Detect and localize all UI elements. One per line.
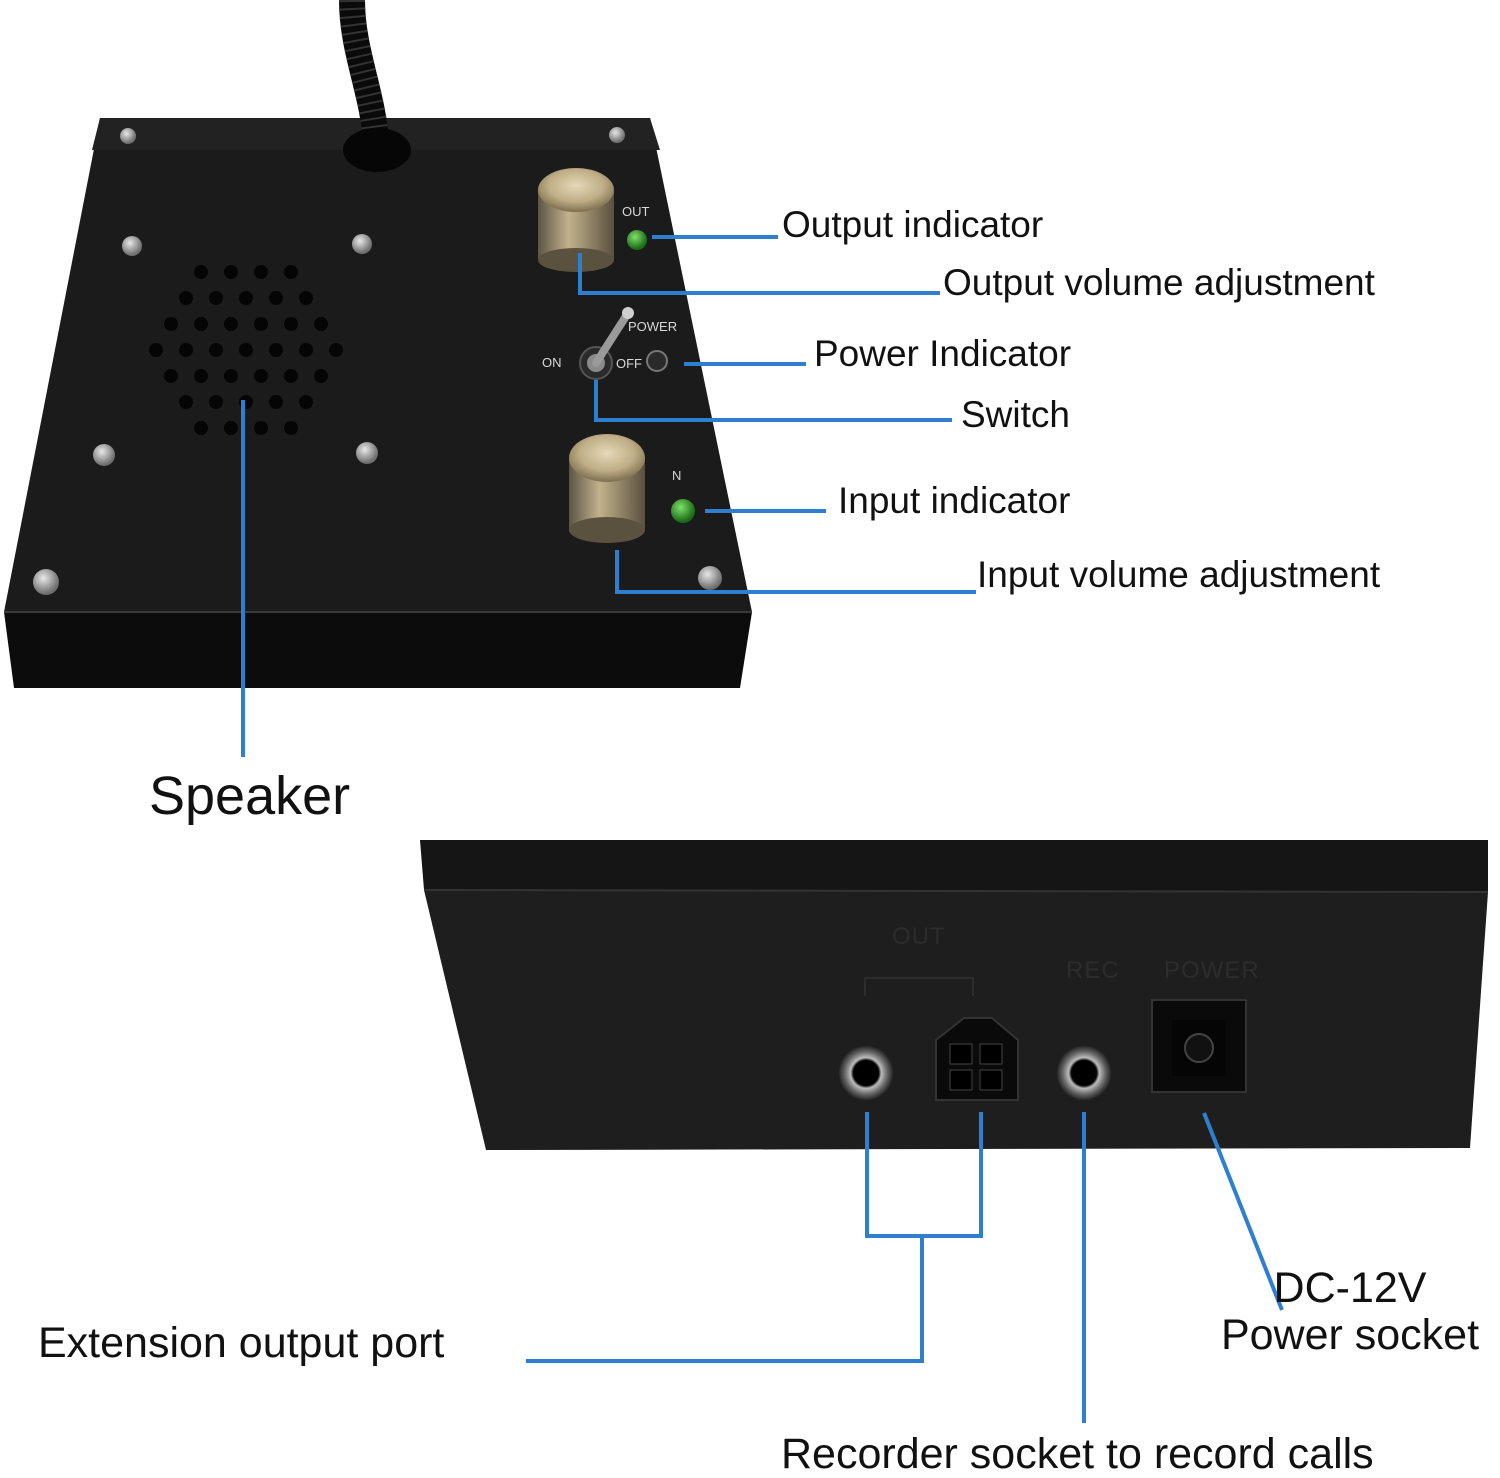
speaker-hole [299, 395, 313, 409]
speaker-hole [269, 343, 283, 357]
speaker-hole [194, 265, 208, 279]
speaker-hole [329, 343, 343, 357]
off-panel-label: OFF [616, 356, 642, 371]
input-indicator-led [671, 499, 695, 523]
speaker-hole [284, 317, 298, 331]
speaker-hole [269, 395, 283, 409]
output-volume-knob [538, 168, 614, 272]
extension-connector [935, 1017, 1019, 1101]
callout-power-indicator: Power Indicator [814, 333, 1072, 374]
speaker-hole [224, 421, 238, 435]
speaker-hole [209, 291, 223, 305]
top-device: OUT POWER ON OFF N [4, 0, 752, 688]
speaker-hole [194, 317, 208, 331]
speaker-hole [254, 421, 268, 435]
speaker-hole [179, 291, 193, 305]
rear-rec-label: REC [1066, 957, 1120, 984]
on-panel-label: ON [542, 355, 562, 370]
input-volume-knob [569, 434, 645, 543]
mounting-screws [33, 127, 722, 595]
rear-power-label: POWER [1164, 957, 1260, 984]
rear-out-label: OUT [892, 923, 946, 950]
speaker-hole [209, 343, 223, 357]
callout-switch: Switch [961, 394, 1070, 435]
power-panel-label: POWER [628, 319, 677, 334]
callout-output-indicator: Output indicator [782, 204, 1044, 245]
callout-output-volume: Output volume adjustment [943, 262, 1375, 303]
speaker-hole [194, 421, 208, 435]
speaker-hole [224, 317, 238, 331]
speaker-hole [269, 291, 283, 305]
callout-input-indicator: Input indicator [838, 480, 1071, 521]
speaker-grille [149, 265, 343, 435]
speaker-hole [224, 265, 238, 279]
speaker-hole [239, 343, 253, 357]
callout-dc-power: DC-12V Power socket [1200, 1264, 1500, 1360]
callout-speaker: Speaker [149, 766, 351, 826]
speaker-hole [164, 317, 178, 331]
in-panel-label: N [672, 468, 681, 483]
callout-recorder-socket: Recorder socket to record calls [781, 1430, 1374, 1478]
speaker-hole [284, 265, 298, 279]
speaker-hole [299, 291, 313, 305]
extension-jack [838, 1045, 894, 1101]
speaker-hole [254, 317, 268, 331]
callout-input-volume: Input volume adjustment [977, 554, 1381, 595]
speaker-hole [254, 265, 268, 279]
speaker-hole [254, 369, 268, 383]
speaker-hole [179, 343, 193, 357]
gooseneck-microphone [339, 0, 411, 172]
callout-extension-output: Extension output port [38, 1319, 445, 1367]
speaker-hole [299, 343, 313, 357]
speaker-hole [284, 421, 298, 435]
speaker-hole [224, 369, 238, 383]
speaker-hole [179, 395, 193, 409]
output-indicator-led [627, 230, 647, 250]
callout-dc-socket: Power socket [1220, 1311, 1480, 1360]
out-panel-label: OUT [622, 204, 650, 219]
dc-power-socket [1151, 999, 1247, 1093]
speaker-hole [194, 369, 208, 383]
leader-lines [241, 235, 1284, 1423]
speaker-hole [239, 291, 253, 305]
power-toggle-switch [579, 307, 634, 380]
recorder-jack [1056, 1045, 1112, 1101]
callout-dc-voltage: DC-12V [1273, 1264, 1427, 1312]
power-indicator-led [646, 350, 668, 372]
speaker-hole [209, 395, 223, 409]
speaker-hole [314, 369, 328, 383]
speaker-hole [314, 317, 328, 331]
speaker-hole [164, 369, 178, 383]
speaker-hole [284, 369, 298, 383]
speaker-hole [149, 343, 163, 357]
rear-device: OUT REC POWER [420, 840, 1489, 1150]
